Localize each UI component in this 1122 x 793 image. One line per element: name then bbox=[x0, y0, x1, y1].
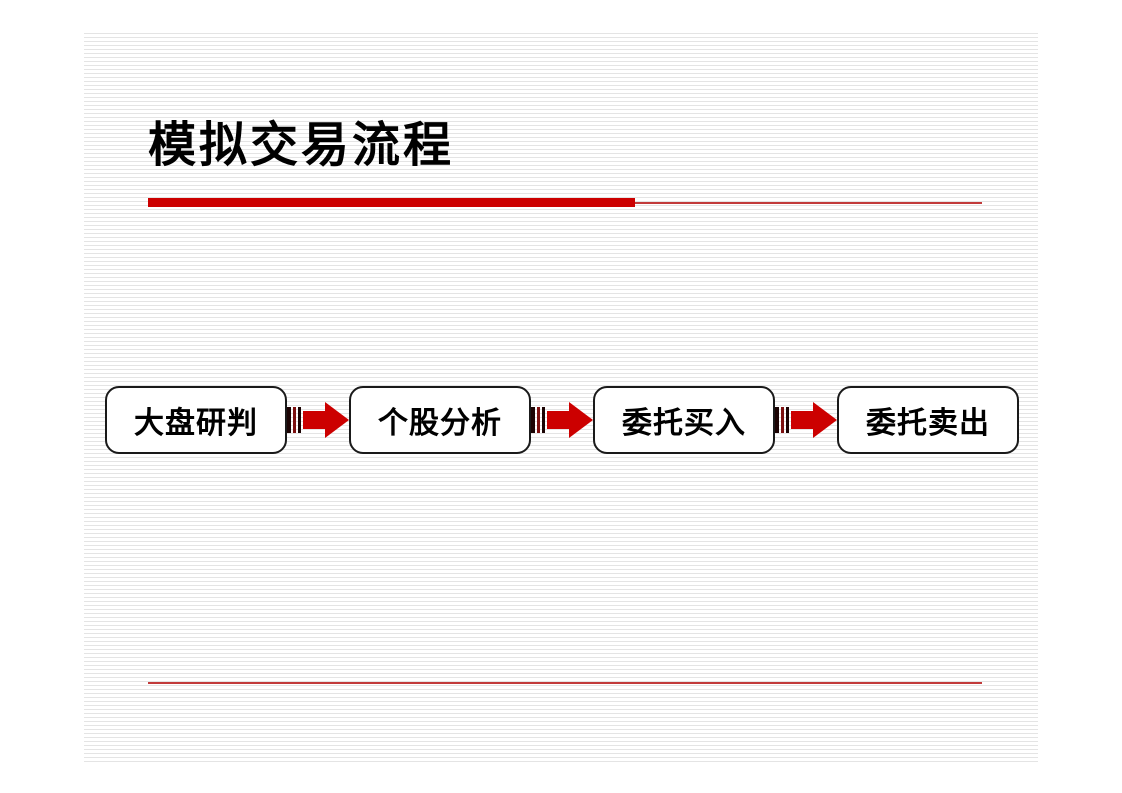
flow-step-label: 委托卖出 bbox=[866, 407, 990, 440]
title-underline-thin bbox=[635, 202, 982, 204]
footer-rule bbox=[148, 682, 982, 684]
flow-arrow-icon bbox=[531, 402, 593, 438]
flow-step-stock-analysis: 个股分析 bbox=[349, 386, 531, 454]
flow-step-entrust-buy: 委托买入 bbox=[593, 386, 775, 454]
slide-title: 模拟交易流程 bbox=[148, 119, 455, 172]
flow-step-entrust-sell: 委托卖出 bbox=[837, 386, 1019, 454]
flow-arrow-icon bbox=[287, 402, 349, 438]
flow-step-label: 个股分析 bbox=[378, 407, 502, 440]
title-underline-thick bbox=[148, 198, 635, 207]
flow-arrow-icon bbox=[775, 402, 837, 438]
flow-step-label: 委托买入 bbox=[622, 407, 746, 440]
flow-step-label: 大盘研判 bbox=[134, 407, 258, 440]
flow-diagram: 大盘研判 个股分析 委托买入 bbox=[105, 386, 1019, 454]
flow-step-market-analysis: 大盘研判 bbox=[105, 386, 287, 454]
